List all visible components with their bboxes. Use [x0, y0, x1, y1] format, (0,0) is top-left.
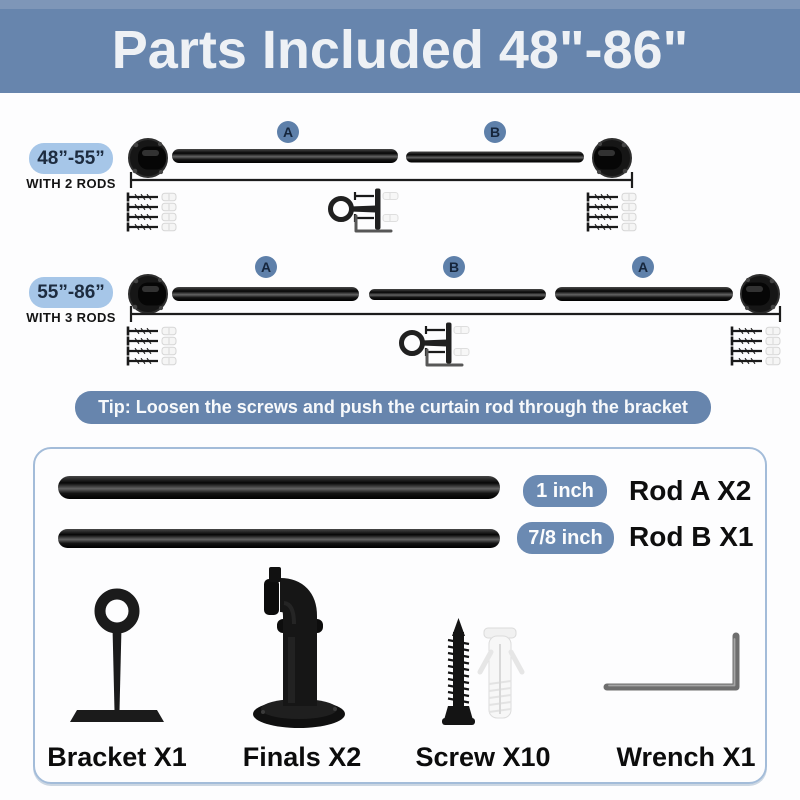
segment-label-a: A [277, 121, 299, 143]
screw-anchor-set-icon [126, 325, 178, 367]
wall-flange-icon [740, 274, 780, 314]
parts-box [33, 447, 767, 784]
header-banner: Parts Included 48"-86" [0, 0, 800, 93]
wall-flange-icon [128, 274, 168, 314]
segment-label-a: A [632, 256, 654, 278]
bracket-quantity-label: Bracket X1 [47, 742, 187, 772]
tip-banner: Tip: Loosen the screws and push the curt… [75, 391, 711, 424]
segment-label-b: B [443, 256, 465, 278]
wrench-quantity-label: Wrench X1 [616, 742, 756, 772]
rod-a-quantity-label: Rod A X2 [629, 475, 752, 506]
screw-icon [442, 618, 475, 725]
rod-a-diameter-pill: 1 inch [523, 475, 607, 507]
allen-wrench-icon [603, 632, 740, 691]
rod-a-segment [555, 287, 733, 301]
segment-label-a: A [255, 256, 277, 278]
bracket-icon [70, 588, 164, 722]
wall-flange-icon [592, 138, 632, 178]
rod-count-label-row2: WITH 3 RODS [26, 310, 116, 325]
screw-anchor-set-icon [126, 191, 178, 233]
wall-anchor-icon [477, 627, 525, 719]
rod-b-segment [369, 289, 546, 300]
rod-b-graphic [58, 529, 500, 548]
segment-label-b: B [484, 121, 506, 143]
wall-flange-icon [128, 138, 168, 178]
size-badge-row1: 48”-55” [29, 143, 113, 174]
dimension-line [129, 172, 634, 188]
screw-anchor-set-icon [730, 325, 782, 367]
row2-diagram [126, 274, 782, 367]
finials-quantity-label: Finals X2 [242, 742, 362, 772]
screw-anchor-set-icon [586, 191, 638, 233]
center-bracket-icon [402, 323, 470, 366]
rod-count-label-row1: WITH 2 RODS [26, 176, 116, 191]
rod-a-segment [172, 149, 398, 163]
page-title: Parts Included 48"-86" [111, 19, 689, 80]
screw-quantity-label: Screw X10 [415, 742, 551, 772]
finial-icon [253, 567, 345, 728]
rod-b-segment [406, 151, 584, 163]
size-badge-row2: 55”-86” [29, 277, 113, 308]
rod-b-quantity-label: Rod B X1 [629, 521, 754, 552]
rod-b-diameter-pill: 7/8 inch [517, 522, 614, 554]
parts-rods [58, 476, 500, 548]
row1-diagram [126, 138, 638, 233]
rod-a-graphic [58, 476, 500, 499]
dimension-line [129, 306, 782, 322]
rod-a-segment [172, 287, 359, 301]
center-bracket-icon [331, 189, 399, 232]
